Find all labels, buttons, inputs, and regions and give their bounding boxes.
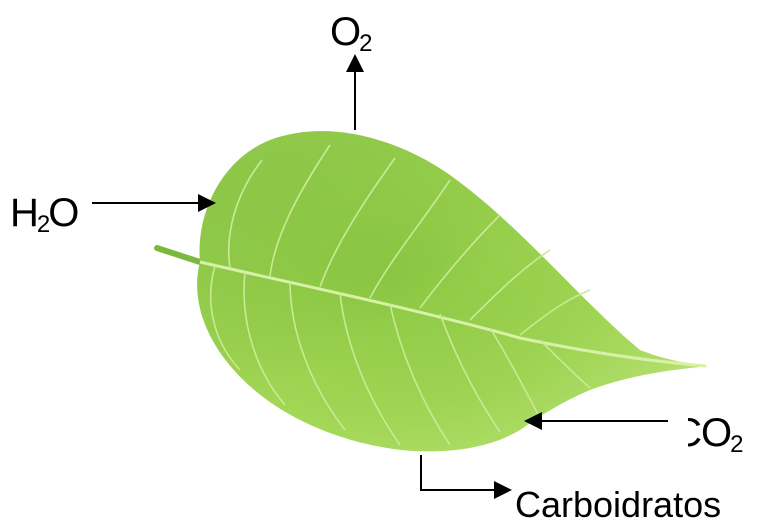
arrow-left — [524, 412, 668, 430]
label-oxygen: O2 — [330, 12, 370, 52]
leaf-image — [157, 131, 708, 451]
arrow-right — [92, 194, 216, 212]
arrow-carbohydrates — [421, 455, 512, 499]
label-water: H2O — [10, 193, 78, 233]
arrow-up — [346, 54, 364, 130]
label-carbon-dioxide: CO2 — [688, 413, 741, 453]
label-carbohydrates: Carboidratos — [515, 487, 721, 523]
leaf-stem — [157, 248, 200, 262]
leaf-shading — [197, 131, 708, 451]
